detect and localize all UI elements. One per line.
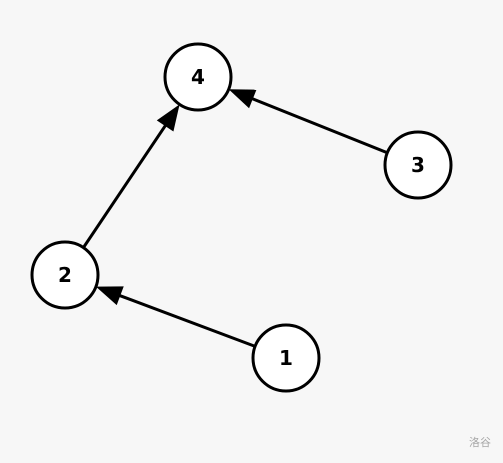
- node-label-4: 4: [191, 65, 205, 89]
- node-label-3: 3: [411, 153, 425, 177]
- edge-3-to-4: [250, 96, 388, 155]
- node-circle-1: [251, 323, 321, 393]
- node-label-1: 1: [279, 346, 293, 370]
- edge-1-to-2: [117, 293, 256, 348]
- node-circle-2: [30, 240, 100, 310]
- arrowhead-2-to-4: [156, 104, 180, 132]
- arrowhead-3-to-4: [228, 89, 257, 109]
- node-1: 1: [251, 323, 321, 393]
- edge-2-to-4: [82, 123, 168, 249]
- watermark: 洛谷: [469, 436, 491, 449]
- node-circle-4: [163, 42, 233, 112]
- arrowhead-1-to-2: [95, 286, 124, 306]
- node-circle-3: [383, 130, 453, 200]
- node-4: 4: [163, 42, 233, 112]
- edges-layer: [82, 89, 388, 348]
- node-3: 3: [383, 130, 453, 200]
- node-label-2: 2: [58, 263, 72, 287]
- node-2: 2: [30, 240, 100, 310]
- nodes-layer: 1 2 3 4: [30, 42, 453, 393]
